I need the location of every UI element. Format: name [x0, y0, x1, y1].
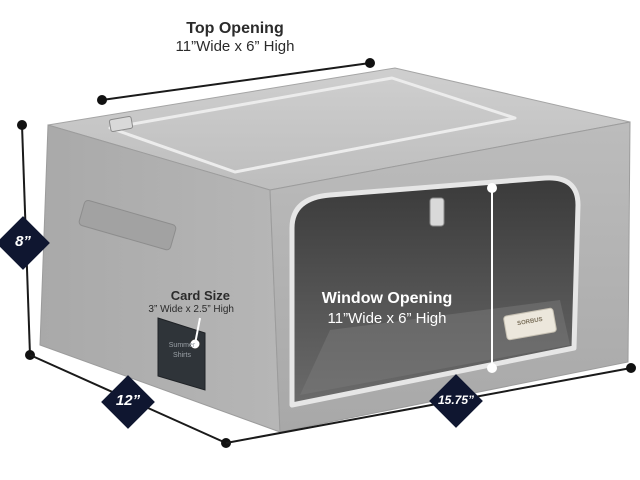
height-label: 8”	[15, 233, 31, 250]
top-opening-line	[101, 62, 371, 101]
card-holder	[157, 317, 206, 391]
width-label: 15.75”	[437, 393, 475, 407]
card-text-line-1: Summer	[168, 342, 196, 349]
window-opening-title: Window Opening	[321, 290, 453, 307]
card-size-dims: 3” Wide x 2.5” High	[148, 304, 234, 315]
brand-tag	[503, 307, 557, 341]
card-size-title: Card Size	[170, 288, 230, 303]
front-zipper-pull	[429, 197, 445, 227]
top-opening-title: Top Opening	[186, 20, 284, 37]
top-opening-dims: 11”Wide x 6” High	[175, 38, 295, 55]
depth-label: 12”	[115, 392, 141, 409]
top-zipper	[108, 76, 517, 174]
width-line	[225, 367, 632, 444]
window-opening-dims: 11”Wide x 6” High	[327, 310, 447, 327]
side-handle	[78, 199, 177, 251]
card-text-line-2: Shirts	[173, 352, 191, 359]
